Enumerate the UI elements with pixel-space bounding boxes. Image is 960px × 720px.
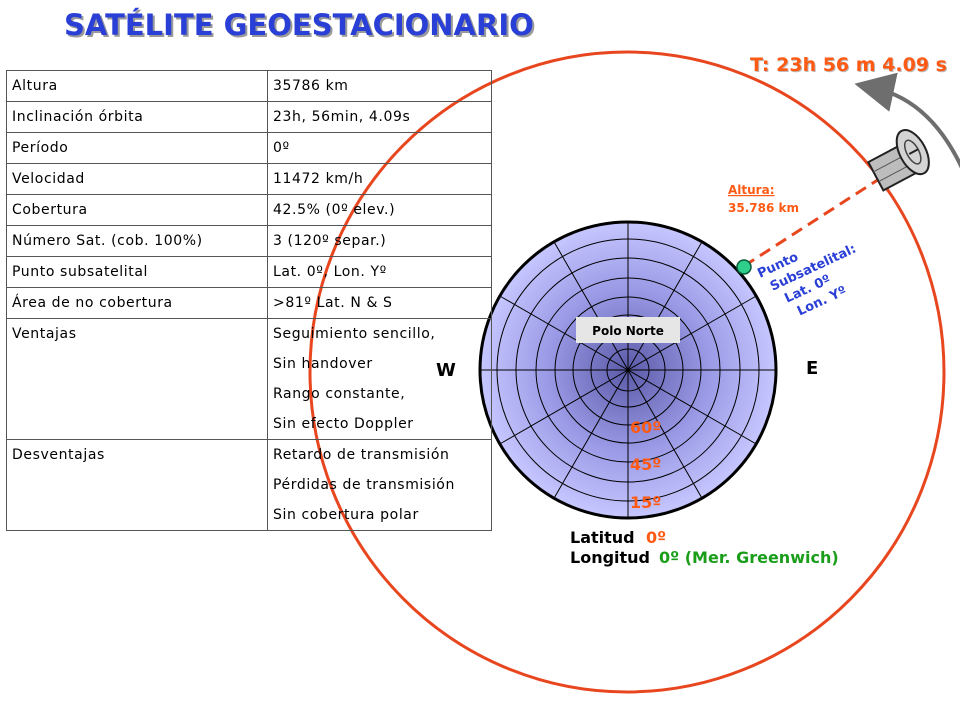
property-name: Desventajas [6,439,268,531]
longitud-value: 0º (Mer. Greenwich) [659,548,839,567]
table-row: Altura 35786 km [6,70,492,102]
motion-arrow-icon [854,72,960,169]
property-value-line: Sin handover [273,356,373,372]
property-name: Ventajas [6,318,268,440]
property-value: 23h, 56min, 4.09s [267,101,492,133]
property-name: Período [6,132,268,164]
properties-table-body: Altura 35786 km Inclinación órbita 23h, 56m… [6,70,492,531]
meridian-line [627,295,757,371]
property-value-line: 0º [273,140,290,156]
page-title: SATÉLITE GEOESTACIONARIO [64,8,534,42]
property-value-line: Lat. 0º, Lon. Yº [273,264,387,280]
property-value-line: Seguimiento sencillo, [273,326,436,342]
table-row: Ventajas Seguimiento sencillo, Sin handove… [6,318,492,440]
property-value: >81º Lat. N & S [267,287,492,319]
table-row: Número Sat. (cob. 100%) 3 (120º separ.) [6,225,492,257]
property-value: 35786 km [267,70,492,102]
longitud-word: Longitud [570,548,650,567]
properties-table: Altura 35786 km Inclinación órbita 23h, 56m… [6,70,492,531]
property-value-line: Retardo de transmisión [273,447,450,463]
property-value: 11472 km/h [267,163,492,195]
subsat-label-group: Punto Subsatelital: Lat. 0º Lon. Yº [755,242,858,320]
property-value: 42.5% (0º elev.) [267,194,492,226]
meridian-line [499,369,629,445]
satellite-icon [866,129,930,192]
latitude-label-45: 45º [630,455,661,474]
property-name: Punto subsatelital [6,256,268,288]
property-value-line: 3 (120º separ.) [273,233,387,249]
property-value-line: Rango constante, [273,386,406,402]
property-value: 0º [267,132,492,164]
table-row: Velocidad 11472 km/h [6,163,492,195]
property-value-line: 11472 km/h [273,171,364,187]
earth-polar-view [478,220,778,520]
table-row: Período 0º [6,132,492,164]
altura-value: 35.786 km [728,201,799,215]
latitud-word: Latitud [570,528,635,547]
property-value-line: 23h, 56min, 4.09s [273,109,411,125]
altitude-dashed-line [743,170,891,268]
meridian-line [553,241,629,371]
meridian-line [553,369,629,499]
meridian-lines [480,222,776,518]
latitude-label-60: 60º [630,418,661,437]
altura-label: Altura: [728,183,775,197]
table-row: Inclinación órbita 23h, 56min, 4.09s [6,101,492,133]
meridian-line [627,241,703,371]
property-value-line: Sin cobertura polar [273,507,419,523]
property-value-line: Pérdidas de transmisión [273,477,455,493]
east-label: E [806,358,818,379]
property-name: Altura [6,70,268,102]
latitude-label-15: 15º [630,493,661,512]
property-value-line: >81º Lat. N & S [273,295,393,311]
property-name: Área de no cobertura [6,287,268,319]
subsatellite-point [736,259,752,275]
pole-label-box [576,317,680,343]
property-name: Número Sat. (cob. 100%) [6,225,268,257]
table-row: Área de no cobertura >81º Lat. N & S [6,287,492,319]
orbital-period-label: T: 23h 56 m 4.09 s [750,54,947,76]
property-name: Velocidad [6,163,268,195]
table-row: Punto subsatelital Lat. 0º, Lon. Yº [6,256,492,288]
property-name: Cobertura [6,194,268,226]
latitud-value: 0º [646,528,666,547]
meridian-line [627,369,757,445]
meridian-line [499,295,629,371]
pole-label: Polo Norte [592,324,664,338]
property-value-line: 42.5% (0º elev.) [273,202,396,218]
table-row: Cobertura 42.5% (0º elev.) [6,194,492,226]
property-name: Inclinación órbita [6,101,268,133]
meridian-line [627,369,703,499]
property-value-line: Sin efecto Doppler [273,416,414,432]
property-value-line: 35786 km [273,78,349,94]
property-value: 3 (120º separ.) [267,225,492,257]
property-value: Lat. 0º, Lon. Yº [267,256,492,288]
